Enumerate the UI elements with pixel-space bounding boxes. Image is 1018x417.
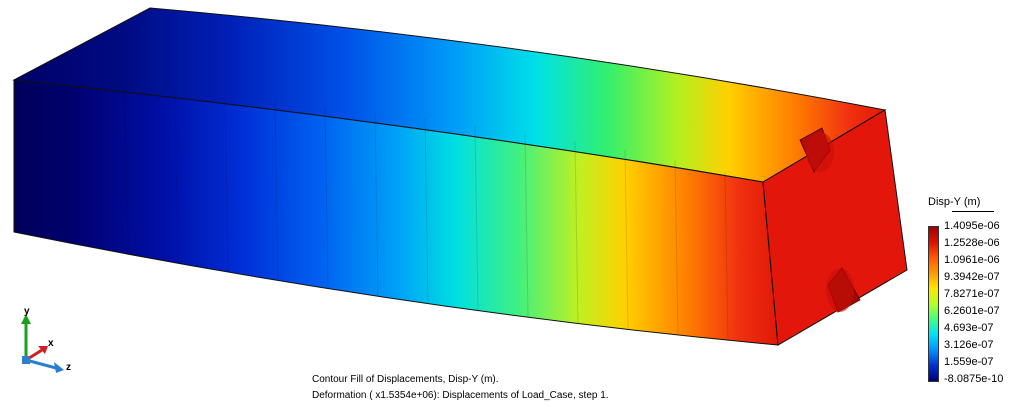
- legend-color-bar: [928, 226, 939, 382]
- contour-band-lines: [124, 89, 729, 342]
- axis-y-label: y: [24, 306, 30, 317]
- legend-label: 3.126e-07: [944, 339, 994, 351]
- legend-label: 9.3942e-07: [944, 271, 1000, 283]
- legend-label: 4.693e-07: [944, 322, 994, 334]
- axis-x-label: x: [48, 338, 54, 349]
- axis-triad: [21, 314, 64, 373]
- caption-line-1: Contour Fill of Displacements, Disp-Y (m…: [312, 374, 499, 385]
- legend-label: 1.559e-07: [944, 356, 994, 368]
- legend-title: Disp-Y (m): [928, 196, 981, 208]
- legend-title-underline: [952, 211, 994, 212]
- legend-labels: 1.4095e-06 1.2528e-06 1.0961e-06 9.3942e…: [944, 220, 1018, 386]
- lower-support-shade: [826, 268, 854, 312]
- caption-line-2: Deformation ( x1.5354e+06): Displacement…: [312, 390, 609, 401]
- legend-label: -8.0875e-10: [944, 373, 1004, 385]
- axis-z-label: z: [66, 362, 71, 373]
- upper-support-shade: [806, 132, 834, 172]
- legend-label: 1.2528e-06: [944, 237, 1000, 249]
- result-caption: Contour Fill of Displacements, Disp-Y (m…: [312, 372, 609, 404]
- legend-label: 1.4095e-06: [944, 220, 1000, 232]
- legend-label: 1.0961e-06: [944, 254, 1000, 266]
- legend-label: 6.2601e-07: [944, 305, 1000, 317]
- legend-label: 7.8271e-07: [944, 288, 1000, 300]
- beam-end-face: [762, 109, 908, 346]
